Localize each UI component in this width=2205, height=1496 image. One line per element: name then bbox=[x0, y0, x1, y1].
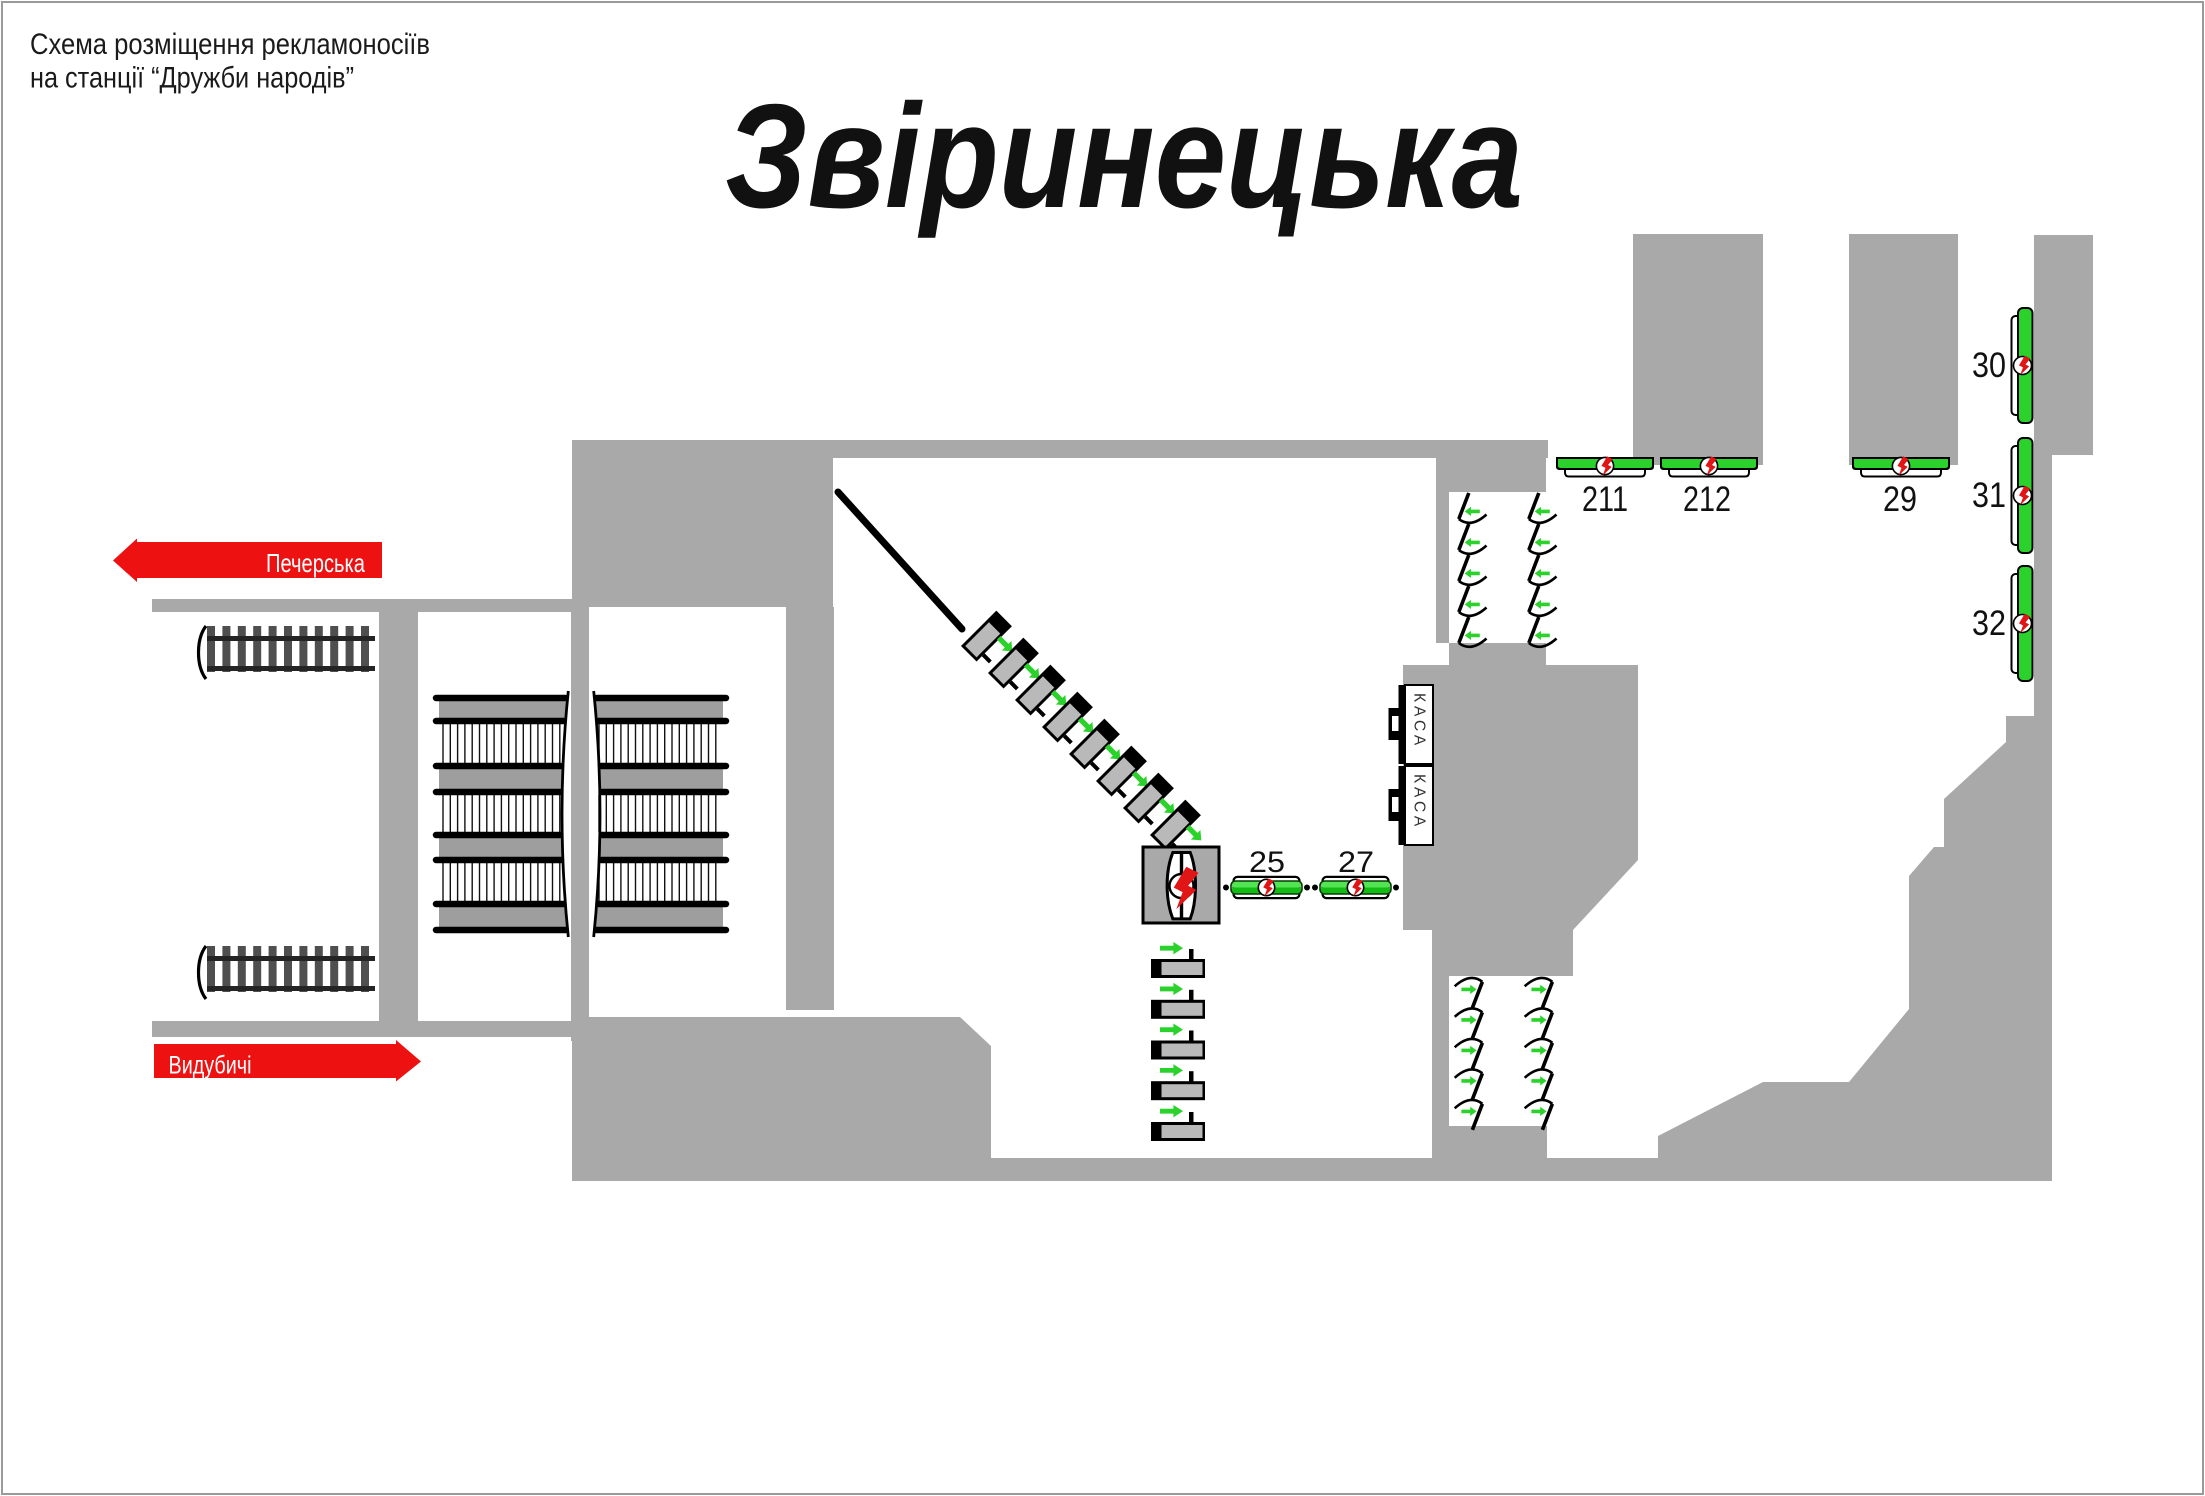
svg-text:32: 32 bbox=[1972, 604, 2006, 643]
svg-text:25: 25 bbox=[1249, 846, 1285, 879]
svg-text:Видубичі: Видубичі bbox=[169, 1052, 252, 1080]
svg-text:Звіринецька: Звіринецька bbox=[725, 74, 1523, 239]
svg-text:27: 27 bbox=[1338, 846, 1374, 879]
svg-text:29: 29 bbox=[1883, 480, 1917, 519]
svg-text:211: 211 bbox=[1582, 480, 1628, 519]
svg-text:Схема розміщення рекламоносіїв: Схема розміщення рекламоносіїв bbox=[30, 28, 430, 61]
svg-text:31: 31 bbox=[1972, 476, 2006, 515]
svg-text:на станції “Дружби народів”: на станції “Дружби народів” bbox=[30, 62, 354, 95]
svg-text:30: 30 bbox=[1972, 346, 2006, 385]
svg-text:212: 212 bbox=[1683, 480, 1731, 519]
svg-text:Печерська: Печерська bbox=[266, 548, 365, 578]
